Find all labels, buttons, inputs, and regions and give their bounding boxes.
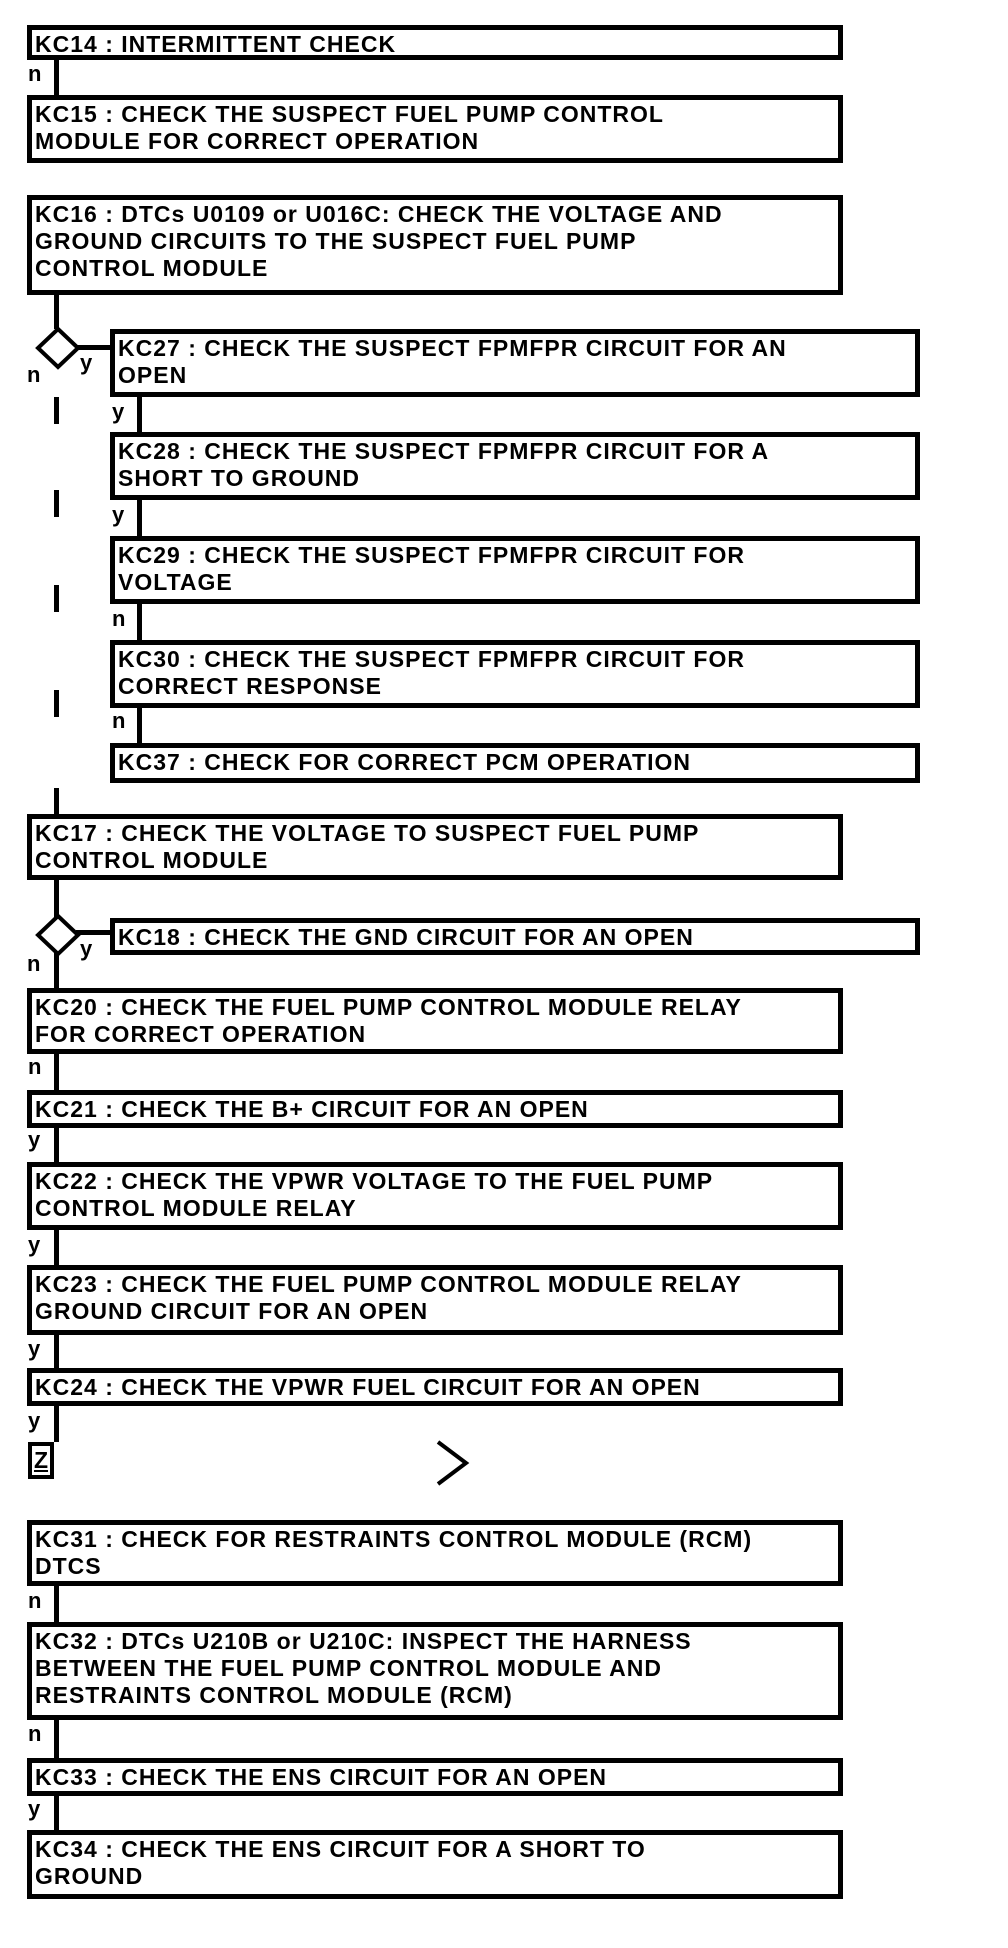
connector-kc27-kc28 — [137, 397, 142, 432]
flow-node-kc22: KC22 : CHECK THE VPWR VOLTAGE TO THE FUE… — [27, 1162, 843, 1230]
flow-node-kc21: KC21 : CHECK THE B+ CIRCUIT FOR AN OPEN — [27, 1090, 843, 1128]
connector-kc24-z — [54, 1406, 59, 1442]
branch-label-kc14-n: n — [28, 61, 42, 86]
flow-node-kc33: KC33 : CHECK THE ENS CIRCUIT FOR AN OPEN — [27, 1758, 843, 1796]
branch-label-kc20-n: n — [28, 1054, 42, 1079]
branch-label-diamond1-n: n — [27, 362, 41, 387]
z-connector-box: Z — [28, 1442, 54, 1479]
connector-diamond2-kc20 — [54, 953, 59, 988]
connector-kc31-kc32 — [54, 1586, 59, 1622]
flow-node-kc32: KC32 : DTCs U210B or U210C: INSPECT THE … — [27, 1622, 843, 1720]
connector-kc32-kc33 — [54, 1720, 59, 1758]
decision-diamond-kc16 — [35, 326, 81, 370]
connector-kc20-kc21 — [54, 1054, 59, 1090]
flow-node-kc28: KC28 : CHECK THE SUSPECT FPMFPR CIRCUIT … — [110, 432, 920, 500]
branch-label-diamond1-y: y — [80, 350, 93, 375]
dashed-connector-segment — [54, 490, 59, 517]
connector-kc29-kc30 — [137, 604, 142, 640]
flow-node-kc20: KC20 : CHECK THE FUEL PUMP CONTROL MODUL… — [27, 988, 843, 1054]
branch-label-kc31-n: n — [28, 1588, 42, 1613]
dashed-connector-segment — [54, 788, 59, 815]
continuation-chevron-icon — [436, 1440, 470, 1486]
branch-label-diamond2-n: n — [27, 951, 41, 976]
flow-node-kc15: KC15 : CHECK THE SUSPECT FUEL PUMP CONTR… — [27, 95, 843, 163]
branch-label-kc22-y: y — [28, 1232, 41, 1257]
flow-node-kc27: KC27 : CHECK THE SUSPECT FPMFPR CIRCUIT … — [110, 329, 920, 397]
flow-node-kc17: KC17 : CHECK THE VOLTAGE TO SUSPECT FUEL… — [27, 814, 843, 880]
branch-label-kc21-y: y — [28, 1127, 41, 1152]
connector-kc16-diamond1 — [54, 295, 59, 329]
connector-kc22-kc23 — [54, 1230, 59, 1265]
flow-node-kc24: KC24 : CHECK THE VPWR FUEL CIRCUIT FOR A… — [27, 1368, 843, 1406]
flow-node-kc14: KC14 : INTERMITTENT CHECK — [27, 25, 843, 60]
branch-label-kc30-n: n — [112, 708, 126, 733]
dashed-connector-segment — [54, 397, 59, 424]
connector-diamond2-kc18 — [76, 930, 112, 935]
connector-kc30-kc37 — [137, 708, 142, 743]
flow-node-kc18: KC18 : CHECK THE GND CIRCUIT FOR AN OPEN — [110, 918, 920, 955]
connector-kc17-diamond2 — [54, 880, 59, 918]
flow-node-kc30: KC30 : CHECK THE SUSPECT FPMFPR CIRCUIT … — [110, 640, 920, 708]
flow-node-kc23: KC23 : CHECK THE FUEL PUMP CONTROL MODUL… — [27, 1265, 843, 1335]
branch-label-kc29-n: n — [112, 606, 126, 631]
connector-kc33-kc34 — [54, 1796, 59, 1830]
branch-label-kc33-y: y — [28, 1796, 41, 1821]
branch-label-kc27-y: y — [112, 399, 125, 424]
flow-node-kc34: KC34 : CHECK THE ENS CIRCUIT FOR A SHORT… — [27, 1830, 843, 1899]
dashed-connector-segment — [54, 690, 59, 717]
flow-node-kc29: KC29 : CHECK THE SUSPECT FPMFPR CIRCUIT … — [110, 536, 920, 604]
flow-node-kc37: KC37 : CHECK FOR CORRECT PCM OPERATION — [110, 743, 920, 783]
connector-kc28-kc29 — [137, 500, 142, 536]
branch-label-kc23-y: y — [28, 1336, 41, 1361]
connector-diamond1-kc27 — [76, 345, 112, 350]
connector-kc21-kc22 — [54, 1128, 59, 1162]
branch-label-kc28-y: y — [112, 502, 125, 527]
dashed-connector-segment — [54, 585, 59, 612]
branch-label-diamond2-y: y — [80, 936, 93, 961]
decision-diamond-kc17 — [35, 913, 81, 957]
connector-kc14-kc15 — [54, 60, 59, 95]
flow-node-kc31: KC31 : CHECK FOR RESTRAINTS CONTROL MODU… — [27, 1520, 843, 1586]
branch-label-kc24-y: y — [28, 1408, 41, 1433]
flow-node-kc16: KC16 : DTCs U0109 or U016C: CHECK THE VO… — [27, 195, 843, 295]
branch-label-kc32-n: n — [28, 1721, 42, 1746]
connector-kc23-kc24 — [54, 1335, 59, 1368]
